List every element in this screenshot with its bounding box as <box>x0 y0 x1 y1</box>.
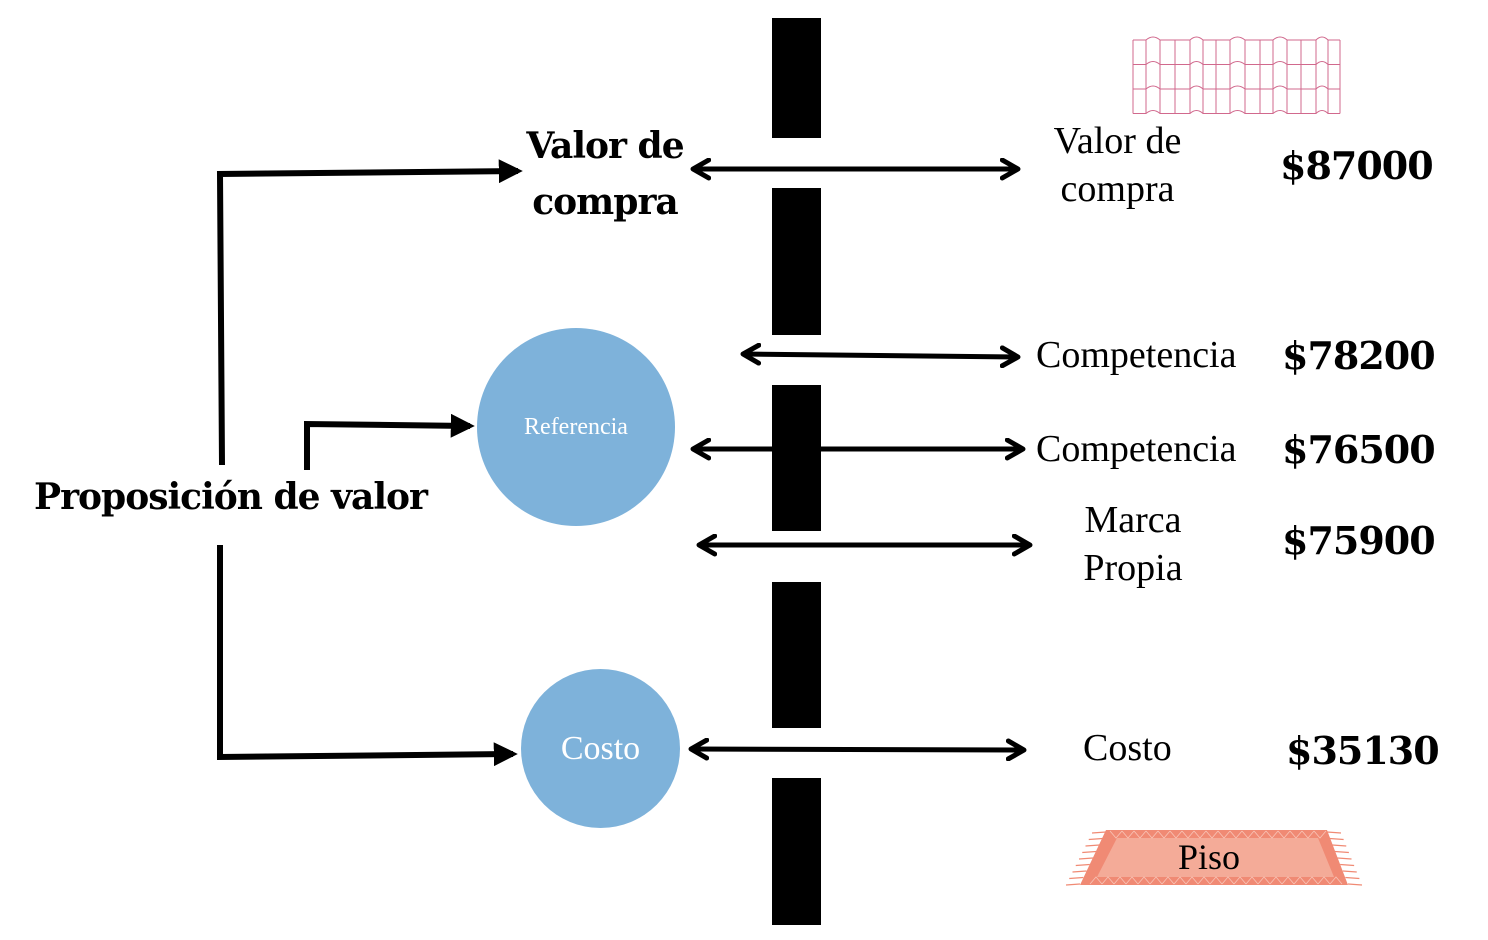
connector-to-valor-compra <box>216 159 523 466</box>
node-referencia: Referencia <box>477 328 675 526</box>
barrier-segment <box>772 778 821 925</box>
connector-to-referencia <box>304 413 475 470</box>
barrier-segment <box>772 188 821 335</box>
row-price-costo: $35130 <box>1286 728 1440 773</box>
floor-label: Piso <box>1178 837 1241 877</box>
row-label-valor-compra: Valor de compra <box>1053 120 1182 210</box>
barrier <box>772 18 821 925</box>
roof-tiles-icon <box>1132 36 1341 114</box>
barrier-segment <box>772 582 821 728</box>
node-costo-label: Costo <box>560 729 641 767</box>
root-label: Proposición de valor <box>34 476 428 518</box>
rug-icon <box>1065 830 1363 886</box>
row-price-valor-compra: $87000 <box>1280 143 1434 188</box>
double-arrow-costo <box>691 749 1024 750</box>
double-arrow-competencia-1 <box>743 354 1018 357</box>
node-referencia-label: Referencia <box>524 413 628 440</box>
row-label-competencia-1: Competencia <box>1036 334 1237 376</box>
connector-to-costo <box>217 545 518 767</box>
row-label-costo: Costo <box>1083 727 1172 769</box>
row-price-competencia-1: $78200 <box>1282 333 1436 378</box>
barrier-segment <box>772 385 821 531</box>
node-costo: Costo <box>521 669 680 828</box>
barrier-segment <box>772 18 821 138</box>
row-price-marca-propia: $75900 <box>1282 518 1436 563</box>
row-price-competencia-2: $76500 <box>1282 427 1436 472</box>
row-label-competencia-2: Competencia <box>1036 428 1237 470</box>
node-valor-compra: Valor de compra <box>526 125 684 223</box>
row-label-marca-propia: Marca Propia <box>1083 499 1183 589</box>
